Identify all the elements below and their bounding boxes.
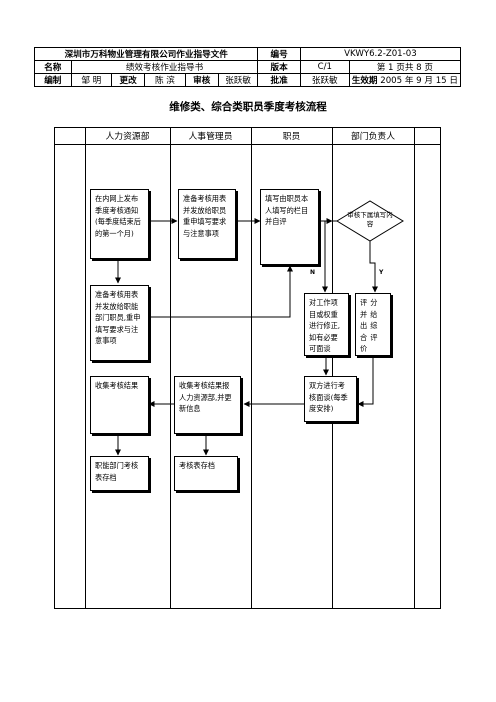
flowchart-frame (54, 127, 441, 609)
step-admin-archive: 考核表存档 (174, 456, 238, 491)
step-head-score: 评分并给出综合评价 (355, 293, 391, 356)
column-divider (85, 127, 86, 608)
column-hr-dept: 人力资源部 (105, 132, 150, 142)
effective-label: 生效期 (351, 76, 378, 86)
review-label: 审核 (184, 73, 219, 87)
decision-diamond (336, 200, 404, 242)
step-hr-publish-notice: 在内网上发布季度考核通知(每季度结束后的第一个月) (90, 189, 149, 259)
arrow-decision-yes (369, 241, 378, 293)
approve-label: 批准 (257, 73, 301, 87)
header-row-line (54, 144, 440, 145)
step-admin-collect-results: 收集考核结果报人力资源部,并更新信息 (174, 376, 241, 434)
arrow-score-to-interview (357, 356, 374, 407)
flowchart-title: 维修类、综合类职员季度考核流程 (169, 101, 327, 113)
revision: 陈 滨 (144, 73, 186, 87)
step-staff-revise: 对工作项目或权重进行修正,如有必要可面谈 (304, 293, 349, 356)
step-staff-self-evaluate: 填写由职员本人填写的栏目并自评 (260, 189, 319, 265)
step-admin-prepare-forms: 准备考核用表并发放给职员重申填写要求与注意事项 (178, 189, 236, 259)
step-hr-collect-results: 收集考核结果 (90, 376, 149, 434)
column-divider (414, 127, 415, 608)
column-personnel-admin: 人事管理员 (188, 132, 233, 142)
column-divider (170, 127, 171, 608)
decision-yes-label: Y (379, 269, 384, 276)
step-appraisal-interview: 双方进行考核面谈(每季度安排) (304, 376, 357, 422)
column-staff: 职员 (282, 132, 301, 142)
column-dept-head: 部门负责人 (351, 132, 395, 142)
column-divider (332, 127, 333, 608)
decision-no-label: N (310, 269, 316, 276)
step-hr-prepare-forms: 准备考核用表并发放给职能部门职员,重申填写要求与注意事项 (90, 285, 149, 361)
effective-date-cell: 生效期 2005 年 9 月 15 日 (348, 73, 462, 87)
arrow-decision-no (322, 220, 337, 293)
document-header-table: 深圳市万科物业管理有限公司作业指导文件 编号 VKWY6.2-Z01-03 名称… (33, 47, 462, 87)
arrow-hr-prepare-to-fill (150, 265, 293, 318)
column-divider (251, 127, 252, 608)
effective-date: 2005 年 9 月 15 日 (380, 76, 458, 86)
step-hr-archive: 职能部门考核表存档 (90, 456, 149, 491)
decision-text: 审核下属填写内容 (347, 211, 393, 228)
author: 邹 明 (70, 73, 113, 87)
